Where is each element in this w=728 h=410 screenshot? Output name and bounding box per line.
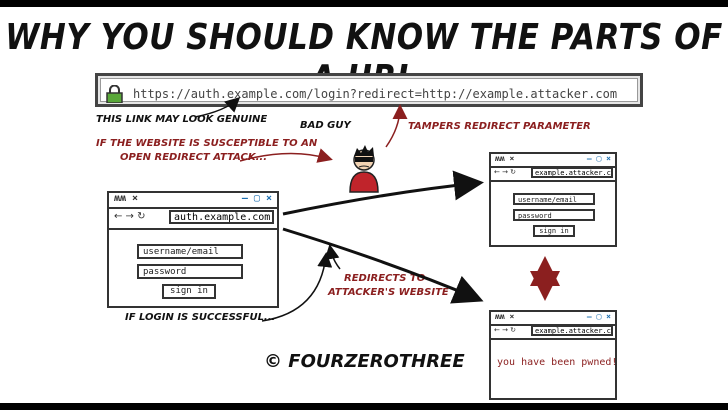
note-redirects-line1: REDIRECTS TO — [344, 273, 426, 284]
arrows-layer — [194, 96, 560, 322]
url-redirect-target: http://example.attacker.com — [421, 87, 618, 101]
note-login-success: IF LOGIN IS SUCCESSFUL... — [125, 312, 276, 323]
tampers-arrow — [385, 104, 408, 148]
pwned-window: ʍʍ × – ▢ × ← → ↻ example.attacker.com yo… — [489, 310, 617, 400]
bad-guy-figure — [349, 145, 379, 193]
username-field[interactable]: username/email — [137, 244, 243, 259]
pwned-window-address-bar[interactable]: example.attacker.com — [531, 325, 613, 336]
copyright-credit: © FOURZEROTHREE — [264, 351, 465, 372]
window-divider — [491, 338, 615, 340]
pwned-message: you have been pwned! — [497, 357, 618, 368]
login-window: ʍʍ × – ▢ × ← → ↻ auth.example.com userna… — [107, 191, 279, 308]
window-tab-icon: ʍʍ × — [495, 154, 515, 163]
url-bar-field: https://auth.example.com/login?redirect=… — [100, 78, 638, 103]
sign-in-button[interactable]: sign in — [162, 284, 216, 299]
lock-icon — [106, 85, 123, 103]
password-field[interactable]: password — [513, 209, 595, 221]
redirect-arrow-top — [282, 170, 484, 216]
window-controls[interactable]: – ▢ × — [241, 193, 272, 204]
window-controls[interactable]: – ▢ × — [586, 312, 611, 321]
note-genuine: THIS LINK MAY LOOK GENUINE — [96, 114, 268, 125]
susceptible-arrow — [239, 148, 333, 163]
url-text: https://auth.example.com/login?redirect=… — [133, 87, 617, 101]
note-tampers: TAMPERS REDIRECT PARAMETER — [408, 121, 591, 132]
diagram-canvas: WHY YOU SHOULD KNOW THE PARTS OF A URL h… — [0, 7, 728, 403]
username-field[interactable]: username/email — [513, 193, 595, 205]
window-divider — [109, 228, 277, 230]
nav-buttons[interactable]: ← → ↻ — [114, 211, 146, 222]
genuine-underline-arrow — [194, 96, 241, 118]
login-success-arrow — [261, 252, 333, 322]
window-tab-icon: ʍʍ × — [114, 193, 139, 204]
url-bar: https://auth.example.com/login?redirect=… — [95, 73, 643, 107]
window-controls[interactable]: – ▢ × — [586, 154, 611, 163]
password-field[interactable]: password — [137, 264, 243, 279]
redirects-label-arrow — [324, 244, 341, 270]
nav-buttons[interactable]: ← → ↻ — [494, 326, 517, 334]
note-susceptible-line1: IF THE WEBSITE IS SUSCEPTIBLE TO AN — [96, 138, 318, 149]
note-redirects-line2: ATTACKER'S WEBSITE — [328, 287, 449, 298]
note-susceptible-line2: OPEN REDIRECT ATTACK... — [120, 152, 268, 163]
note-bad-guy: BAD GUY — [300, 120, 351, 131]
window-divider — [491, 180, 615, 182]
attacker-window-address-bar[interactable]: example.attacker.com — [531, 167, 613, 178]
url-prefix: https://auth.example.com/login?redirect= — [133, 87, 422, 101]
redirect-arrow-bottom — [282, 227, 484, 304]
login-window-titlebar: ʍʍ × – ▢ × — [109, 193, 277, 209]
sign-in-button[interactable]: sign in — [533, 225, 575, 237]
window-tab-icon: ʍʍ × — [495, 312, 515, 321]
attacker-login-window: ʍʍ × – ▢ × ← → ↻ example.attacker.com us… — [489, 152, 617, 247]
nav-buttons[interactable]: ← → ↻ — [494, 168, 517, 176]
login-window-address-bar[interactable]: auth.example.com — [169, 210, 274, 224]
